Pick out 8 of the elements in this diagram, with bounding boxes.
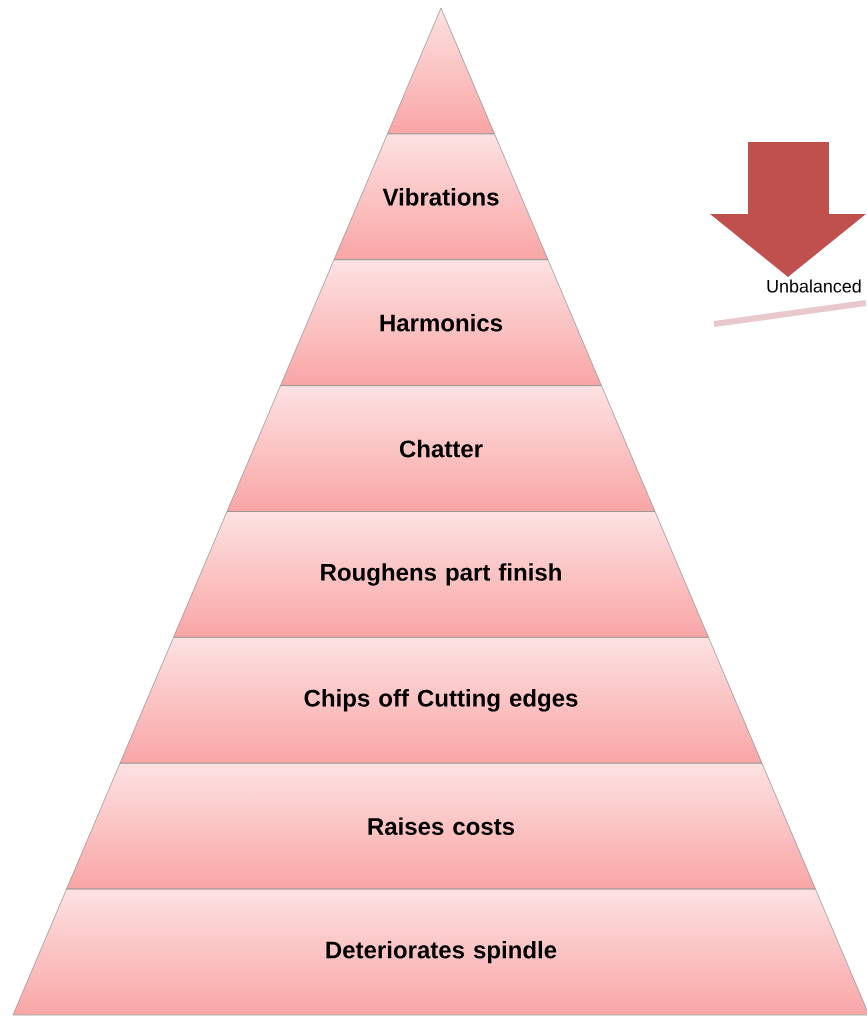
pyramid-tip	[387, 7, 495, 135]
pyramid-band: Chips off Cutting edges	[119, 637, 763, 764]
caption-text: Unbalanced	[767, 279, 861, 293]
pyramid-band: Chatter	[226, 385, 656, 512]
pyramid-band: Deteriorates spindle	[12, 888, 867, 1016]
pyramid-band: Roughens part finish	[173, 511, 709, 638]
pyramid-band: Raises costs	[66, 762, 816, 890]
pyramid-band: Harmonics	[280, 259, 602, 386]
